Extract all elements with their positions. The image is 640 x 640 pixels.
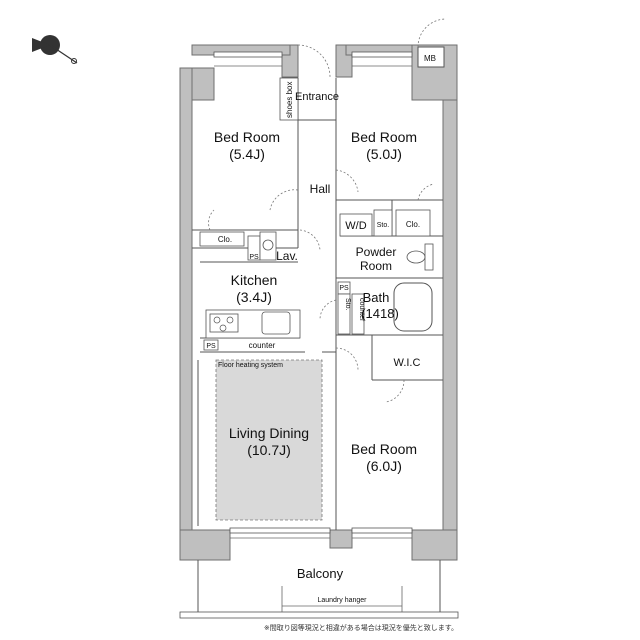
bath-size: (1418) [361, 306, 399, 321]
bathtub [393, 282, 433, 332]
footnote: ※間取り図等現況と相違がある場合は現況を優先と致します。 [264, 623, 458, 632]
kitchen-size: (3.4J) [236, 289, 272, 305]
wd-label: W/D [345, 220, 366, 232]
hall-label: Hall [310, 182, 331, 196]
bedroom-3-size: (6.0J) [366, 458, 402, 474]
sto-label-2: Sto. [344, 298, 351, 311]
sto-box-2 [337, 293, 351, 335]
powder-room-name-2: Room [360, 259, 392, 273]
balcony-label: Balcony [297, 566, 344, 581]
clo-label-2: Clo. [406, 220, 420, 229]
sto-box-1 [373, 209, 393, 237]
bedroom-1-size: (5.4J) [229, 146, 265, 162]
wd-box [339, 213, 373, 237]
kitchen-counter-label: counter [249, 341, 276, 350]
bath-counter [351, 293, 365, 335]
door-swings [208, 44, 435, 403]
clo-box-1 [199, 231, 245, 247]
bedroom-2-name: Bed Room [351, 129, 417, 145]
shoes-box-label: shoes box [285, 82, 294, 118]
sto-label-1: Sto. [377, 222, 390, 229]
shoes-box [279, 77, 299, 121]
living-name: Living Dining [229, 425, 309, 441]
kitchen-counter [203, 309, 301, 351]
wic-label: W.I.C [394, 357, 421, 369]
lav-label: Lav. [276, 249, 298, 263]
bedroom-1-name: Bed Room [214, 129, 280, 145]
bottom-windows [229, 527, 413, 539]
floor-heating-label: Floor heating system [218, 362, 283, 369]
bedroom-2-size: (5.0J) [366, 146, 402, 162]
structure-walls [179, 44, 458, 561]
bath-name: Bath [363, 290, 390, 305]
entrance-label: Entrance [295, 91, 339, 103]
compass-icon [32, 35, 78, 64]
clo-label-1: Clo. [218, 235, 232, 244]
bath-counter-label: counter [358, 298, 365, 322]
mb-door [417, 18, 447, 48]
mb-label: MB [424, 54, 436, 63]
powder-room-name: Powder [356, 245, 397, 259]
living-size: (10.7J) [247, 442, 291, 458]
top-windows [213, 51, 413, 67]
balcony-area [179, 560, 459, 619]
floor-heating-area [215, 359, 323, 521]
clo-box-2 [395, 209, 431, 237]
ps-label-1: PS [249, 254, 259, 261]
toilet-icon [406, 243, 434, 271]
mb-box [417, 46, 445, 68]
kitchen-name: Kitchen [231, 272, 278, 288]
ps-label-3: PS [206, 343, 216, 350]
ps-label-2: PS [339, 285, 349, 292]
bedroom-3-name: Bed Room [351, 441, 417, 457]
lavatory-sink [259, 231, 277, 261]
laundry-hanger-label: Laundry hanger [317, 597, 367, 604]
